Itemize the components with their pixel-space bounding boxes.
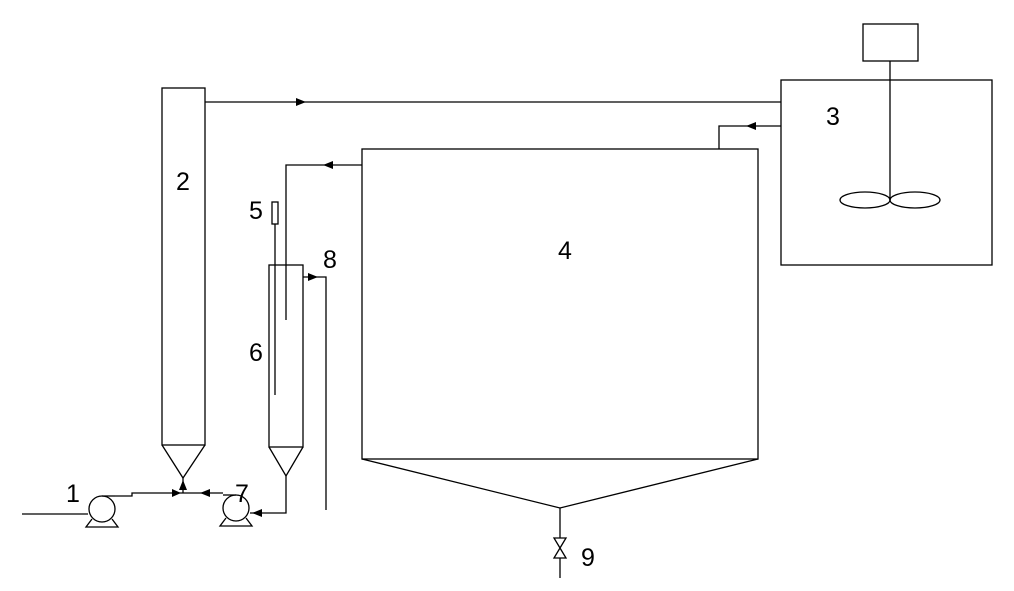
stirrer-motor [862,23,919,62]
label-8: 8 [323,246,337,274]
column-6-body [268,264,304,448]
pump-7 [218,494,254,527]
settling-tank-4 [361,148,759,509]
label-5: 5 [249,197,263,225]
tank-4-cone [361,458,759,509]
component-5-body [271,201,279,225]
label-7: 7 [235,480,249,508]
column-2 [161,87,206,480]
component-5 [271,201,279,265]
flow-arrow-left-icon [746,122,756,130]
pipe-tank3-to-tank4 [718,125,781,149]
valve-9 [552,508,568,578]
pump-1-body [88,495,116,523]
label-3: 3 [826,103,840,131]
flow-arrow-right-icon [172,489,181,497]
pump-1-base [84,518,120,528]
pipe-tank4-to-column6 [285,164,362,320]
column-6-cone [268,446,304,478]
column-2-cone [161,444,206,480]
flow-arrow-left-icon [323,161,333,169]
valve-9-body [552,537,568,559]
impeller-blade-left [839,191,891,209]
pump-1 [22,495,120,528]
flow-arrow-right-icon [308,273,318,281]
flow-arrow-left-icon [200,489,210,497]
pipe-outlet-8 [303,276,327,510]
pipe-column6-to-pump7 [250,476,287,514]
flow-arrow-up-icon [179,480,187,490]
impeller-blade-right [889,191,941,209]
label-1: 1 [66,480,80,508]
label-2: 2 [176,168,190,196]
label-4: 4 [558,237,572,265]
column-2-body [161,87,206,446]
flow-arrow-left-icon [252,509,262,517]
stirred-tank-3 [780,23,993,266]
label-9: 9 [581,544,595,572]
flow-arrow-right-icon [296,98,306,106]
pump-7-base [218,517,254,527]
tank-4-body [361,148,759,460]
tank-3-body [780,79,993,266]
label-6: 6 [249,339,263,367]
pipe-pump1-to-junction [115,492,183,497]
